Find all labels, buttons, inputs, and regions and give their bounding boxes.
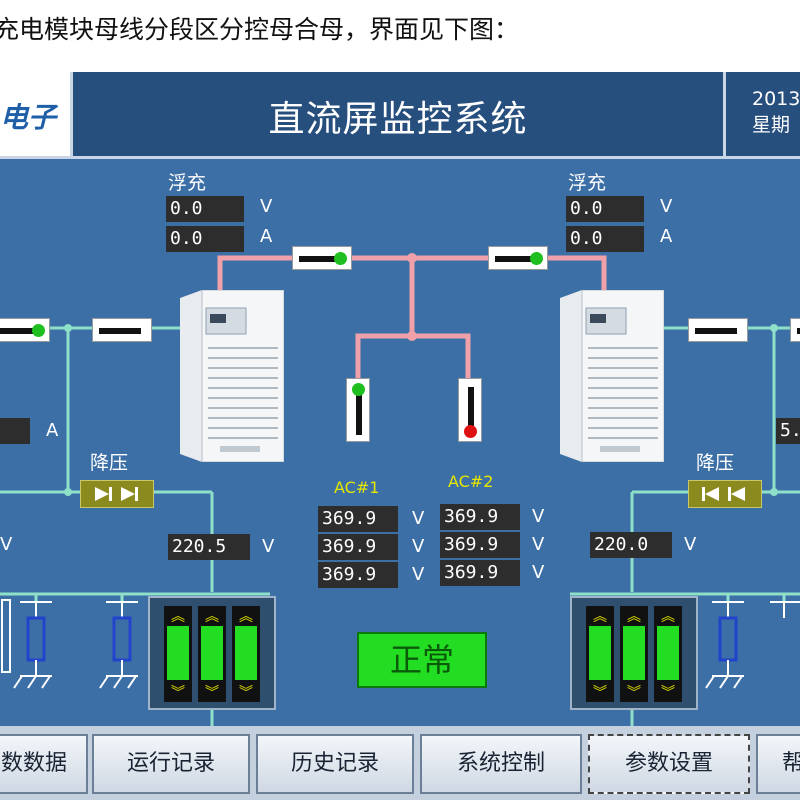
fuse-left-1 [13, 601, 52, 689]
dc-monitor-screen: 电子 直流屏监控系统 2013 星期 [0, 72, 800, 800]
fuse-right-2 [770, 601, 800, 618]
right-voltage-value: 0.0 [566, 196, 644, 222]
bottom-menu-bar: 数数据 运行记录 历史记录 系统控制 参数设置 帮 [0, 726, 800, 800]
silicon-cell-icon: ︽︾ [198, 606, 226, 702]
logo-text: 电子 [0, 101, 57, 134]
right-charger-module-icon [560, 290, 664, 462]
page-title: 直流屏监控系统 [268, 99, 528, 140]
date-text: 2013 [752, 88, 800, 110]
switch-closed-indicator-icon [32, 324, 45, 337]
ac-node-top [407, 253, 417, 263]
ac1-input-switch[interactable] [346, 378, 370, 442]
left-charger-output-switch[interactable] [92, 318, 152, 342]
right-voltage-unit: V [660, 196, 673, 217]
ac1-phase-b-voltage: 369.9 [318, 534, 398, 560]
ac-split-line [355, 333, 471, 380]
ac1-phase-a-voltage: 369.9 [318, 506, 398, 532]
switch-closed-indicator-icon [334, 252, 347, 265]
left-silicon-chain: ︽︾ ︽︾ ︽︾ [148, 596, 276, 710]
right-step-down-label: 降压 [696, 452, 735, 474]
left-partial-unit: A [46, 420, 59, 441]
ac2-phase-b-voltage: 369.9 [440, 532, 520, 558]
left-battery-switch[interactable] [0, 318, 50, 342]
datetime-display: 2013 星期 [752, 86, 800, 138]
left-ac-input-switch[interactable] [292, 246, 352, 270]
diode-icon [95, 487, 138, 501]
right-step-down-diode [688, 480, 762, 508]
company-logo: 电子 [0, 72, 73, 156]
silicon-cell-icon: ︽︾ [232, 606, 260, 702]
ac2-phase-c-voltage: 369.9 [440, 560, 520, 586]
left-current-value: 0.0 [166, 226, 244, 252]
dc-node-left-top [64, 324, 72, 332]
right-ac-input-switch[interactable] [488, 246, 548, 270]
right-battery-switch[interactable] [790, 318, 800, 342]
menu-help-button[interactable]: 帮 [756, 734, 800, 794]
ac2-status-indicator-icon [464, 425, 477, 438]
left-mode-label: 浮充 [168, 172, 207, 194]
silicon-cell-icon: ︽︾ [654, 606, 682, 702]
right-mode-label: 浮充 [568, 172, 607, 194]
silicon-cell-icon: ︽︾ [620, 606, 648, 702]
left-bus-voltage-unit: V [262, 536, 275, 557]
ac2-unit-c: V [532, 562, 545, 583]
ac2-input-switch[interactable] [458, 378, 482, 442]
right-current-value: 0.0 [566, 226, 644, 252]
ac1-unit-b: V [412, 536, 425, 557]
ac2-label: AC#2 [448, 472, 494, 491]
right-current-unit: A [660, 226, 673, 247]
ac2-unit-b: V [532, 534, 545, 555]
left-edge-unit: V [0, 534, 13, 555]
ac1-unit-a: V [412, 508, 425, 529]
left-charger-module-icon [180, 290, 284, 462]
ac1-phase-c-voltage: 369.9 [318, 562, 398, 588]
feeder-fuses [1, 599, 800, 689]
system-status-indicator: 正常 [357, 632, 487, 688]
left-step-down-diode [80, 480, 154, 508]
switch-closed-indicator-icon [530, 252, 543, 265]
ac1-label: AC#1 [334, 478, 380, 497]
right-partial-value: 5. [776, 418, 800, 444]
ac2-phase-a-voltage: 369.9 [440, 504, 520, 530]
right-charger-output-switch[interactable] [688, 318, 748, 342]
diode-icon [702, 487, 745, 501]
dc-node-left-bottom [64, 488, 72, 496]
left-current-unit: A [260, 226, 273, 247]
silicon-cell-icon: ︽︾ [164, 606, 192, 702]
fuse-left-2 [99, 601, 138, 689]
caption-text: 充电模块母线分段区分控母合母，界面见下图： [0, 15, 520, 44]
document-caption: 充电模块母线分段区分控母合母，界面见下图： [0, 0, 800, 64]
fuse-right-1 [705, 601, 744, 689]
left-bus-voltage: 220.5 [168, 534, 250, 560]
ac2-unit-a: V [532, 506, 545, 527]
ac-node-split [407, 331, 417, 341]
silicon-cell-icon: ︽︾ [586, 606, 614, 702]
menu-parameter-settings-button[interactable]: 参数设置 [588, 734, 750, 794]
menu-history-button[interactable]: 历史记录 [256, 734, 414, 794]
left-voltage-value: 0.0 [166, 196, 244, 222]
right-silicon-chain: ︽︾ ︽︾ ︽︾ [570, 596, 698, 710]
dc-node-right-bottom [770, 488, 778, 496]
ac1-unit-c: V [412, 564, 425, 585]
fuse-left-edge [1, 599, 11, 673]
dc-node-right-top [770, 324, 778, 332]
header-bar: 电子 直流屏监控系统 2013 星期 [0, 72, 800, 159]
ac1-status-indicator-icon [352, 383, 365, 396]
menu-run-log-button[interactable]: 运行记录 [92, 734, 250, 794]
left-voltage-unit: V [260, 196, 273, 217]
left-step-down-label: 降压 [90, 452, 129, 474]
right-bus-voltage: 220.0 [590, 532, 672, 558]
title-box: 直流屏监控系统 [73, 72, 726, 156]
weekday-text: 星期 [752, 114, 791, 136]
left-partial-value [0, 418, 30, 444]
menu-system-control-button[interactable]: 系统控制 [420, 734, 582, 794]
menu-realtime-data-button[interactable]: 数数据 [0, 734, 88, 794]
right-bus-voltage-unit: V [684, 534, 697, 555]
